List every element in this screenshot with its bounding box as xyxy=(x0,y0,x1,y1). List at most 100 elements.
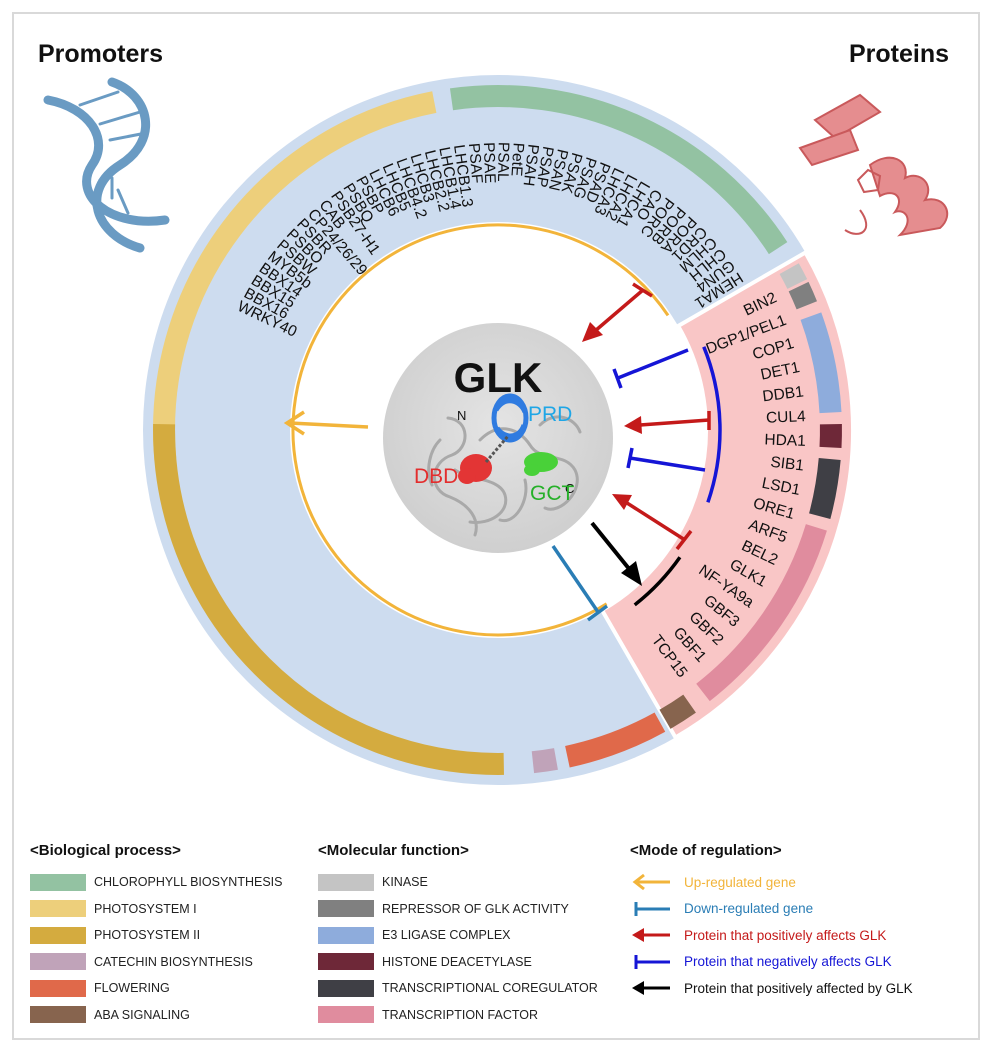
legend-arrow-icon xyxy=(632,874,670,891)
protein-gene-label: SIB1 xyxy=(769,454,804,475)
mol-legend-item: REPRESSOR OF GLK ACTIVITY xyxy=(318,896,618,923)
bio-legend-swatch xyxy=(30,900,86,918)
glk-structure: GLK N C PRD DBD GCT xyxy=(383,323,613,553)
bio-legend-label: CHLOROPHYLL BIOSYNTHESIS xyxy=(94,875,283,890)
bio-legend-swatch xyxy=(30,926,86,944)
mode-legend-item: Protein that positively affected by GLK xyxy=(630,975,970,1002)
bio-arc-2 xyxy=(153,424,504,775)
bio-legend-label: FLOWERING xyxy=(94,981,170,996)
dbd-label: DBD xyxy=(414,465,458,488)
mode-legend-label: Protein that positively affected by GLK xyxy=(684,980,913,996)
mol-legend-label: TRANSCRIPTION FACTOR xyxy=(382,1007,539,1022)
c-terminus-label: C xyxy=(565,481,574,496)
mode-legend-item: Up-regulated gene xyxy=(630,869,970,896)
legend-arrow-icon xyxy=(632,981,670,996)
mode-legend-label: Protein that negatively affects GLK xyxy=(684,954,892,970)
promoter-gene-label: PSAL xyxy=(494,142,512,182)
mol-arc-0 xyxy=(779,263,808,289)
promoter-gene-label: PSAH xyxy=(520,143,542,187)
mol-legend-swatch xyxy=(318,926,374,944)
mol-arc-5 xyxy=(696,524,827,702)
mol-arc-1 xyxy=(788,281,818,310)
mol-legend-item: TRANSCRIPTION FACTOR xyxy=(318,1002,618,1029)
bio-arc-3 xyxy=(531,748,558,774)
mol-legend-swatch xyxy=(318,900,374,918)
protein-gene-label: HDA1 xyxy=(764,431,806,450)
mode-legend-item: Protein that negatively affects GLK xyxy=(630,949,970,976)
negative-regulation-bracket xyxy=(702,346,722,503)
mol-legend-swatch xyxy=(318,1006,374,1024)
bio-legend-label: CATECHIN BIOSYNTHESIS xyxy=(94,954,253,969)
prd-label: PRD xyxy=(528,403,572,426)
down-regulated-bar xyxy=(551,545,609,622)
mol-legend-item: KINASE xyxy=(318,869,618,896)
dbd-linker-helix xyxy=(484,435,510,463)
bio-legend-item: CHLOROPHYLL BIOSYNTHESIS xyxy=(30,869,310,896)
mol-arc-4 xyxy=(809,457,841,520)
bio-arc-5 xyxy=(659,694,696,729)
glk-target-arrow xyxy=(590,521,642,586)
biological-process-arcs xyxy=(153,85,788,775)
legend-bar-icon xyxy=(634,954,670,969)
protein-gene-label: CUL4 xyxy=(766,408,807,427)
proteins-heading: Proteins xyxy=(849,40,949,68)
legend-bar-icon xyxy=(634,901,670,916)
bio-legend-label: ABA SIGNALING xyxy=(94,1007,190,1022)
bio-legend-item: CATECHIN BIOSYNTHESIS xyxy=(30,949,310,976)
bio-legend-swatch xyxy=(30,873,86,891)
dna-icon xyxy=(43,77,170,253)
mol-legend-label: E3 LIGASE COMPLEX xyxy=(382,928,511,943)
mode-legend-label: Up-regulated gene xyxy=(684,874,796,890)
mol-legend-label: HISTONE DEACETYLASE xyxy=(382,954,532,969)
mode-legend-item: Protein that positively affects GLK xyxy=(630,922,970,949)
n-terminus-label: N xyxy=(457,408,466,423)
bio-legend-swatch xyxy=(30,979,86,997)
bio-legend-swatch xyxy=(30,953,86,971)
gct-label: GCT xyxy=(530,482,575,505)
bio-legend-item: FLOWERING xyxy=(30,975,310,1002)
prd-domain xyxy=(491,393,529,443)
up-regulated-arrow xyxy=(283,410,369,436)
mode-legend-label: Protein that positively affects GLK xyxy=(684,927,887,943)
bio-arc-0 xyxy=(449,85,788,255)
mol-legend-swatch xyxy=(318,953,374,971)
glk-title: GLK xyxy=(454,354,543,401)
negative-regulation-bars xyxy=(612,348,706,472)
bio-legend-swatch xyxy=(30,1006,86,1024)
promoters-heading: Promoters xyxy=(38,40,163,68)
bio-arc-4 xyxy=(564,712,666,768)
mode-legend-label: Down-regulated gene xyxy=(684,901,814,917)
glk-center-disc xyxy=(383,323,613,553)
mode-legend-title: <Mode of regulation> xyxy=(630,842,782,859)
glk-target-bracket xyxy=(633,556,682,607)
mol-legend-swatch xyxy=(318,979,374,997)
protein-ribbon-icon xyxy=(798,93,949,237)
molecular-function-arcs xyxy=(696,263,842,702)
mode-legend-item: Down-regulated gene xyxy=(630,896,970,923)
gct-domain xyxy=(524,452,558,476)
biological-process-legend: <Biological process> CHLOROPHYLL BIOSYNT… xyxy=(30,842,310,1028)
bio-legend-label: PHOTOSYSTEM II xyxy=(94,928,201,943)
mol-legend-item: TRANSCRIPTIONAL COREGULATOR xyxy=(318,975,618,1002)
mol-arc-2 xyxy=(800,312,842,414)
bio-legend-item: ABA SIGNALING xyxy=(30,1002,310,1029)
dbd-domain xyxy=(458,454,492,484)
mol-legend-swatch xyxy=(318,873,374,891)
up-regulated-circle xyxy=(291,223,670,637)
biological-legend-title: <Biological process> xyxy=(30,842,181,859)
bio-legend-item: PHOTOSYSTEM I xyxy=(30,896,310,923)
mol-legend-item: E3 LIGASE COMPLEX xyxy=(318,922,618,949)
bio-legend-item: PHOTOSYSTEM II xyxy=(30,922,310,949)
bio-arc-1 xyxy=(153,91,437,461)
molecular-function-legend: <Molecular function> KINASE REPRESSOR OF … xyxy=(318,842,618,1028)
protein-gene-label: DDB1 xyxy=(762,383,805,405)
promoter-gene-label: PSAF xyxy=(465,142,485,184)
legend-arrow-icon xyxy=(632,928,670,943)
promoter-gene-label: PetE xyxy=(507,142,526,177)
bio-legend-label: PHOTOSYSTEM I xyxy=(94,901,197,916)
promoter-gene-label: PSAP xyxy=(532,145,556,189)
mol-legend-label: KINASE xyxy=(382,875,428,890)
molecular-legend-title: <Molecular function> xyxy=(318,842,469,859)
